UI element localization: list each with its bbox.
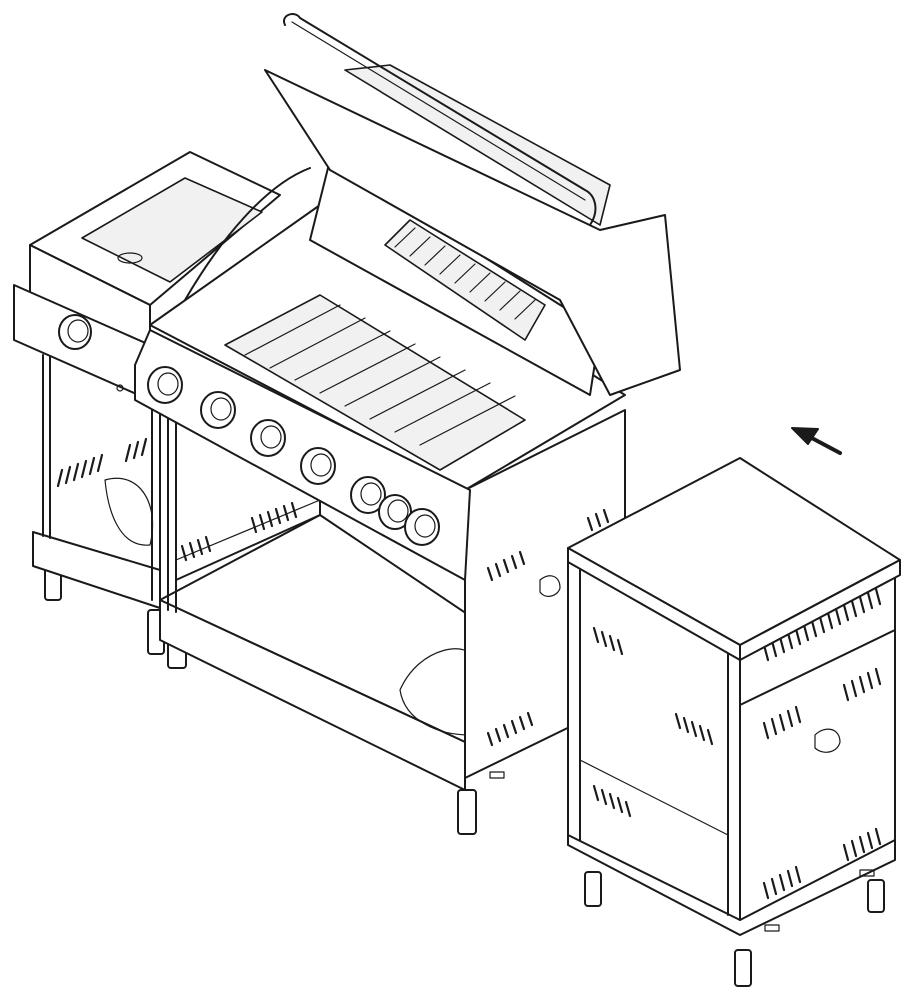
- control-knob-2: [200, 391, 236, 429]
- grill-cart: [134, 13, 681, 835]
- control-knob-7: [404, 508, 440, 546]
- control-knob-1: [147, 366, 183, 404]
- cabinet-top-edge-right: [739, 559, 901, 661]
- arrow-up-left-icon: [791, 427, 842, 455]
- cabinet-right-vents: [762, 587, 882, 900]
- grill-lid: [264, 69, 681, 396]
- grill-bottom-rail-front: [159, 599, 466, 791]
- grill-right-vents: [486, 508, 610, 747]
- control-knob-4: [300, 447, 336, 485]
- side-burner-unit: [13, 151, 281, 655]
- side-burner-vents: [56, 437, 148, 488]
- lid-window: [344, 64, 611, 226]
- grill-handle-cutout: [539, 575, 561, 597]
- rotisserie-burner: [384, 219, 546, 341]
- control-knobs: [147, 366, 440, 546]
- lid-handle: [283, 13, 597, 226]
- cabinet-left-vents: [592, 626, 714, 818]
- cabinet-handle-cutout: [814, 728, 841, 753]
- cooking-grates: [224, 294, 526, 471]
- control-knob-5: [350, 476, 386, 514]
- grill-left-vents: [180, 501, 298, 562]
- lid-side-left: [184, 167, 311, 301]
- cabinet-legs: [584, 871, 885, 987]
- side-burner-lid: [81, 177, 263, 283]
- side-burner-tank-cutout: [104, 477, 154, 546]
- side-cabinet: [567, 457, 901, 987]
- control-knob-3: [250, 419, 286, 457]
- side-burner-knob: [58, 314, 92, 350]
